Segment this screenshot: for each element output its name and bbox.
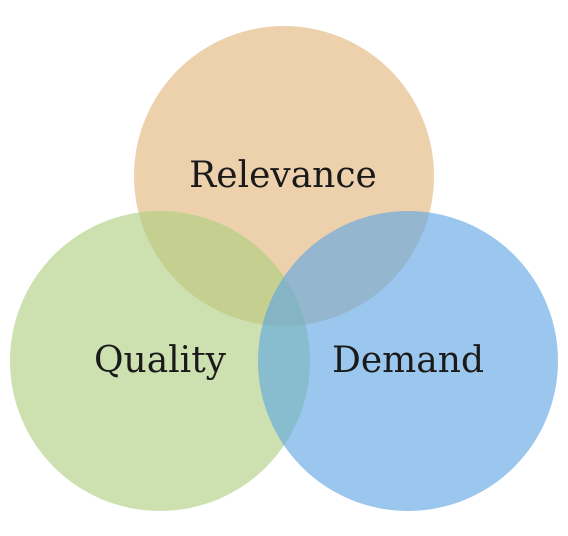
label-relevance: Relevance xyxy=(189,155,377,196)
circle-quality xyxy=(10,211,310,511)
label-quality: Quality xyxy=(94,340,227,381)
circle-demand xyxy=(258,211,558,511)
label-demand: Demand xyxy=(332,340,484,381)
